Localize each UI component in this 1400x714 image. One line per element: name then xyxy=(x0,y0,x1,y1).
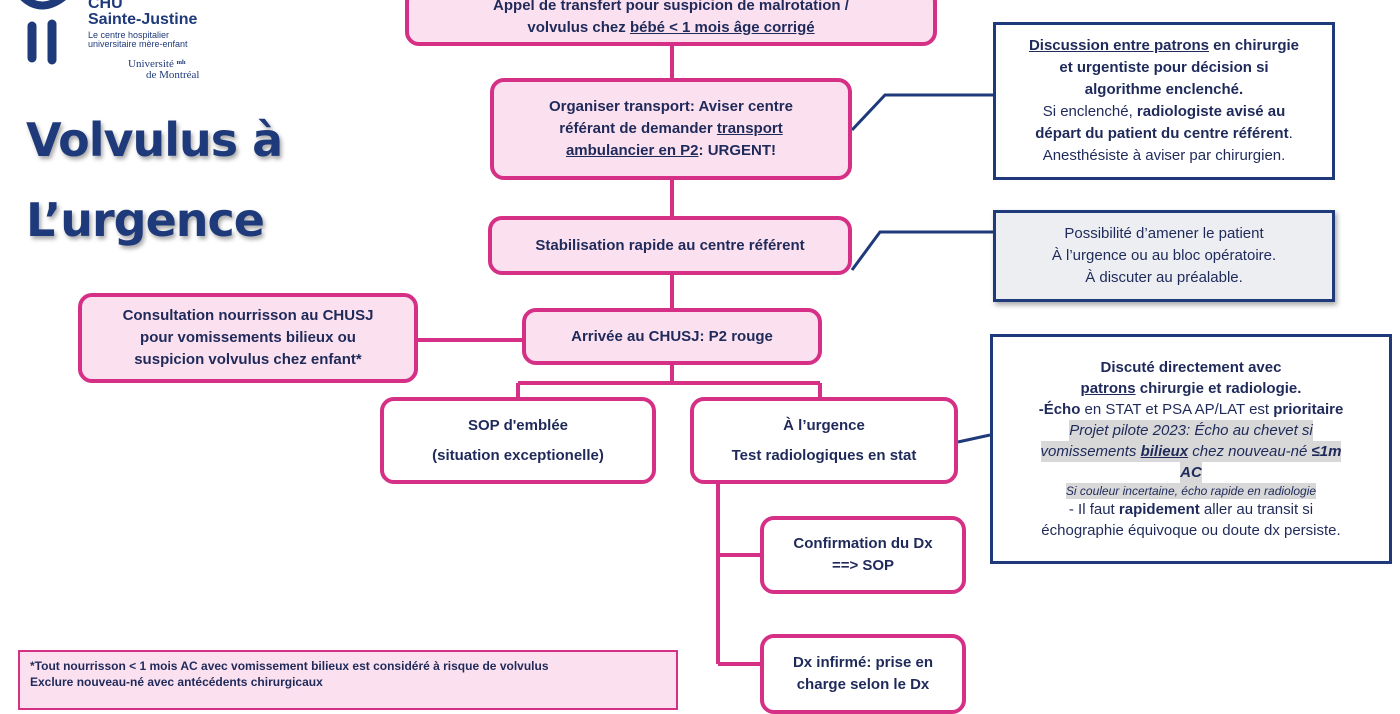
arrival-box: Arrivée au CHUSJ: P2 rouge xyxy=(522,308,822,365)
discussion-line1: Discussion entre patrons en chirurgie xyxy=(1028,37,1300,54)
connector-stabilisation-note xyxy=(850,230,993,271)
transfer-call-line1: Appel de transfert pour suspicion de mal… xyxy=(493,0,849,14)
discute-line4: Projet pilote 2023: Écho au chevet si xyxy=(1069,420,1313,441)
arrival-text: Arrivée au CHUSJ: P2 rouge xyxy=(571,327,773,345)
logo-chu: CHU xyxy=(88,0,123,12)
transport-line1: Organiser transport: Aviser centre xyxy=(549,98,793,115)
discussion-line6: Anesthésiste à aviser par chirurgien. xyxy=(1042,147,1286,164)
chusj-logo-mark-icon xyxy=(20,0,66,65)
transport-box: Organiser transport: Aviser centre référ… xyxy=(490,78,852,180)
discute-line2: patrons chirurgie et radiologie. xyxy=(1080,380,1302,397)
transport-line2: référant de demander transport xyxy=(559,120,783,137)
connector-urgence-note xyxy=(957,433,991,444)
consultation-line1: Consultation nourrisson au CHUSJ xyxy=(122,307,374,324)
dx-infirme-line2: charge selon le Dx xyxy=(796,676,930,693)
confirmation-box: Confirmation du Dx ==> SOP xyxy=(760,516,966,594)
discussion-line3: algorithme enclenché. xyxy=(1084,81,1244,98)
udem-logo-icon: ᵐʰ xyxy=(176,58,186,70)
discussion-line2: et urgentiste pour décision si xyxy=(1059,59,1269,76)
sop-box: SOP d'emblée (situation exceptionelle) xyxy=(380,397,656,484)
footnote-line2: Exclure nouveau-né avec antécédents chir… xyxy=(30,675,323,689)
consultation-line2: pour vomissements bilieux ou xyxy=(140,329,356,346)
possibilite-note: Possibilité d’amener le patient À l’urge… xyxy=(993,210,1335,302)
transfer-call-box: Appel de transfert pour suspicion de mal… xyxy=(405,0,937,46)
logo-subtitle-1: Le centre hospitalier xyxy=(88,30,170,40)
discussion-note: Discussion entre patrons en chirurgie et… xyxy=(993,22,1335,180)
stabilisation-box: Stabilisation rapide au centre référent xyxy=(488,216,852,275)
discute-line9: échographie équivoque ou doute dx persis… xyxy=(1041,522,1341,539)
logo-universite: Université ᵐʰ xyxy=(128,58,186,70)
discute-note: Discuté directement avec patrons chirurg… xyxy=(990,334,1392,564)
stabilisation-text: Stabilisation rapide au centre référent xyxy=(535,236,805,254)
sop-line1: SOP d'emblée xyxy=(468,416,568,434)
logo-subtitle-2: universitaire mère-enfant xyxy=(88,39,188,49)
sop-line2: (situation exceptionelle) xyxy=(432,446,604,464)
urgence-line2: Test radiologiques en stat xyxy=(731,446,917,464)
discute-line1: Discuté directement avec xyxy=(1100,359,1282,376)
possibilite-line3: À discuter au préalable. xyxy=(1085,269,1243,286)
logo-universite-text: Université xyxy=(128,58,174,70)
discute-line3: -Écho en STAT et PSA AP/LAT est priorita… xyxy=(1038,401,1344,418)
discute-line5: vomissements bilieux chez nouveau-né ≤1m xyxy=(1040,441,1342,462)
discussion-line4: Si enclenché, radiologiste avisé au xyxy=(1042,103,1286,120)
confirmation-line1: Confirmation du Dx xyxy=(793,535,933,552)
urgence-line1: À l’urgence xyxy=(783,416,865,434)
dx-infirme-box: Dx infirmé: prise en charge selon le Dx xyxy=(760,634,966,714)
discute-line7: Si couleur incertaine, écho rapide en ra… xyxy=(1065,483,1317,499)
page-title-line1: Volvulus à xyxy=(26,113,283,167)
footnote-line1: *Tout nourrisson < 1 mois AC avec vomiss… xyxy=(30,659,549,673)
page-title-line2: L’urgence xyxy=(26,193,265,247)
connector-transport-note xyxy=(850,93,993,132)
consultation-line3: suspicion volvulus chez enfant* xyxy=(134,351,362,368)
discute-line6: AC xyxy=(1180,462,1202,483)
logo-sainte-justine: Sainte-Justine xyxy=(88,11,198,28)
confirmation-line2: ==> SOP xyxy=(831,557,895,574)
footnote-box: *Tout nourrisson < 1 mois AC avec vomiss… xyxy=(18,650,678,710)
consultation-box: Consultation nourrisson au CHUSJ pour vo… xyxy=(78,293,418,383)
discussion-line5: départ du patient du centre référent. xyxy=(1035,125,1293,142)
urgence-box: À l’urgence Test radiologiques en stat xyxy=(690,397,958,484)
transfer-call-line2: volvulus chez bébé < 1 mois âge corrigé xyxy=(527,19,815,36)
possibilite-line2: À l’urgence ou au bloc opératoire. xyxy=(1051,247,1277,264)
transport-line3: ambulancier en P2: URGENT! xyxy=(565,142,777,159)
possibilite-line1: Possibilité d’amener le patient xyxy=(1064,225,1264,242)
discute-line8: - Il faut rapidement aller au transit si xyxy=(1068,501,1314,518)
chusj-logo: CHU Sainte-Justine Le centre hospitalier… xyxy=(12,0,222,96)
logo-montreal: de Montréal xyxy=(146,69,200,81)
dx-infirme-line1: Dx infirmé: prise en xyxy=(792,654,934,671)
